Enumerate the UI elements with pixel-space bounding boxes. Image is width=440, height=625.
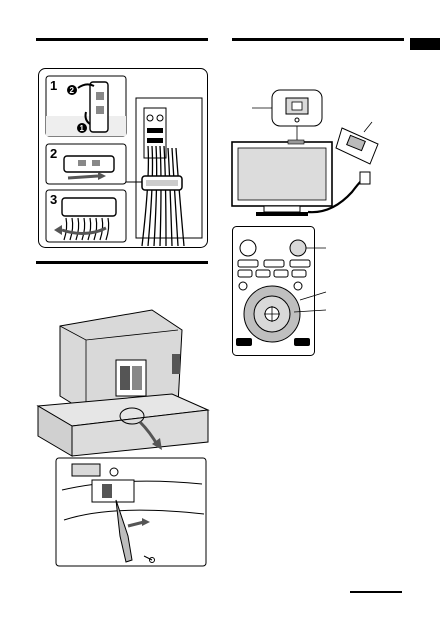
tv-cabinet — [36, 393, 210, 457]
power-plug-icon — [335, 121, 379, 165]
remote-control-illustration — [232, 226, 327, 356]
step-1-number: 1 — [50, 78, 57, 93]
stand-securing-illustration — [36, 309, 210, 567]
step-2-number: 2 — [50, 146, 57, 161]
remote-top-buttons — [238, 232, 307, 257]
tv-power-illustration — [231, 89, 379, 216]
stand-detail-box — [55, 457, 207, 567]
footer-continue-rule — [350, 591, 402, 593]
substep-2-marker: 2 — [70, 86, 75, 95]
section-rule-power — [232, 38, 404, 41]
step-3-panel: 3 — [45, 189, 127, 243]
step-2-panel: 2 — [45, 143, 127, 185]
tv-back-with-cables — [126, 97, 203, 247]
remote-navigation-pad — [243, 285, 301, 343]
substep-1-marker: 1 — [80, 124, 85, 133]
section-rule-cable-holder — [36, 38, 208, 41]
step-1-panel: 1 2 1 — [45, 75, 127, 137]
cable-holder-illustration: 1 2 1 2 3 — [38, 68, 208, 248]
section-rule-stand-securing — [36, 261, 208, 264]
remote-mid-buttons — [237, 259, 311, 291]
page-edge-tab — [410, 38, 440, 50]
tv-rear-view — [59, 309, 183, 413]
step-3-number: 3 — [50, 192, 57, 207]
